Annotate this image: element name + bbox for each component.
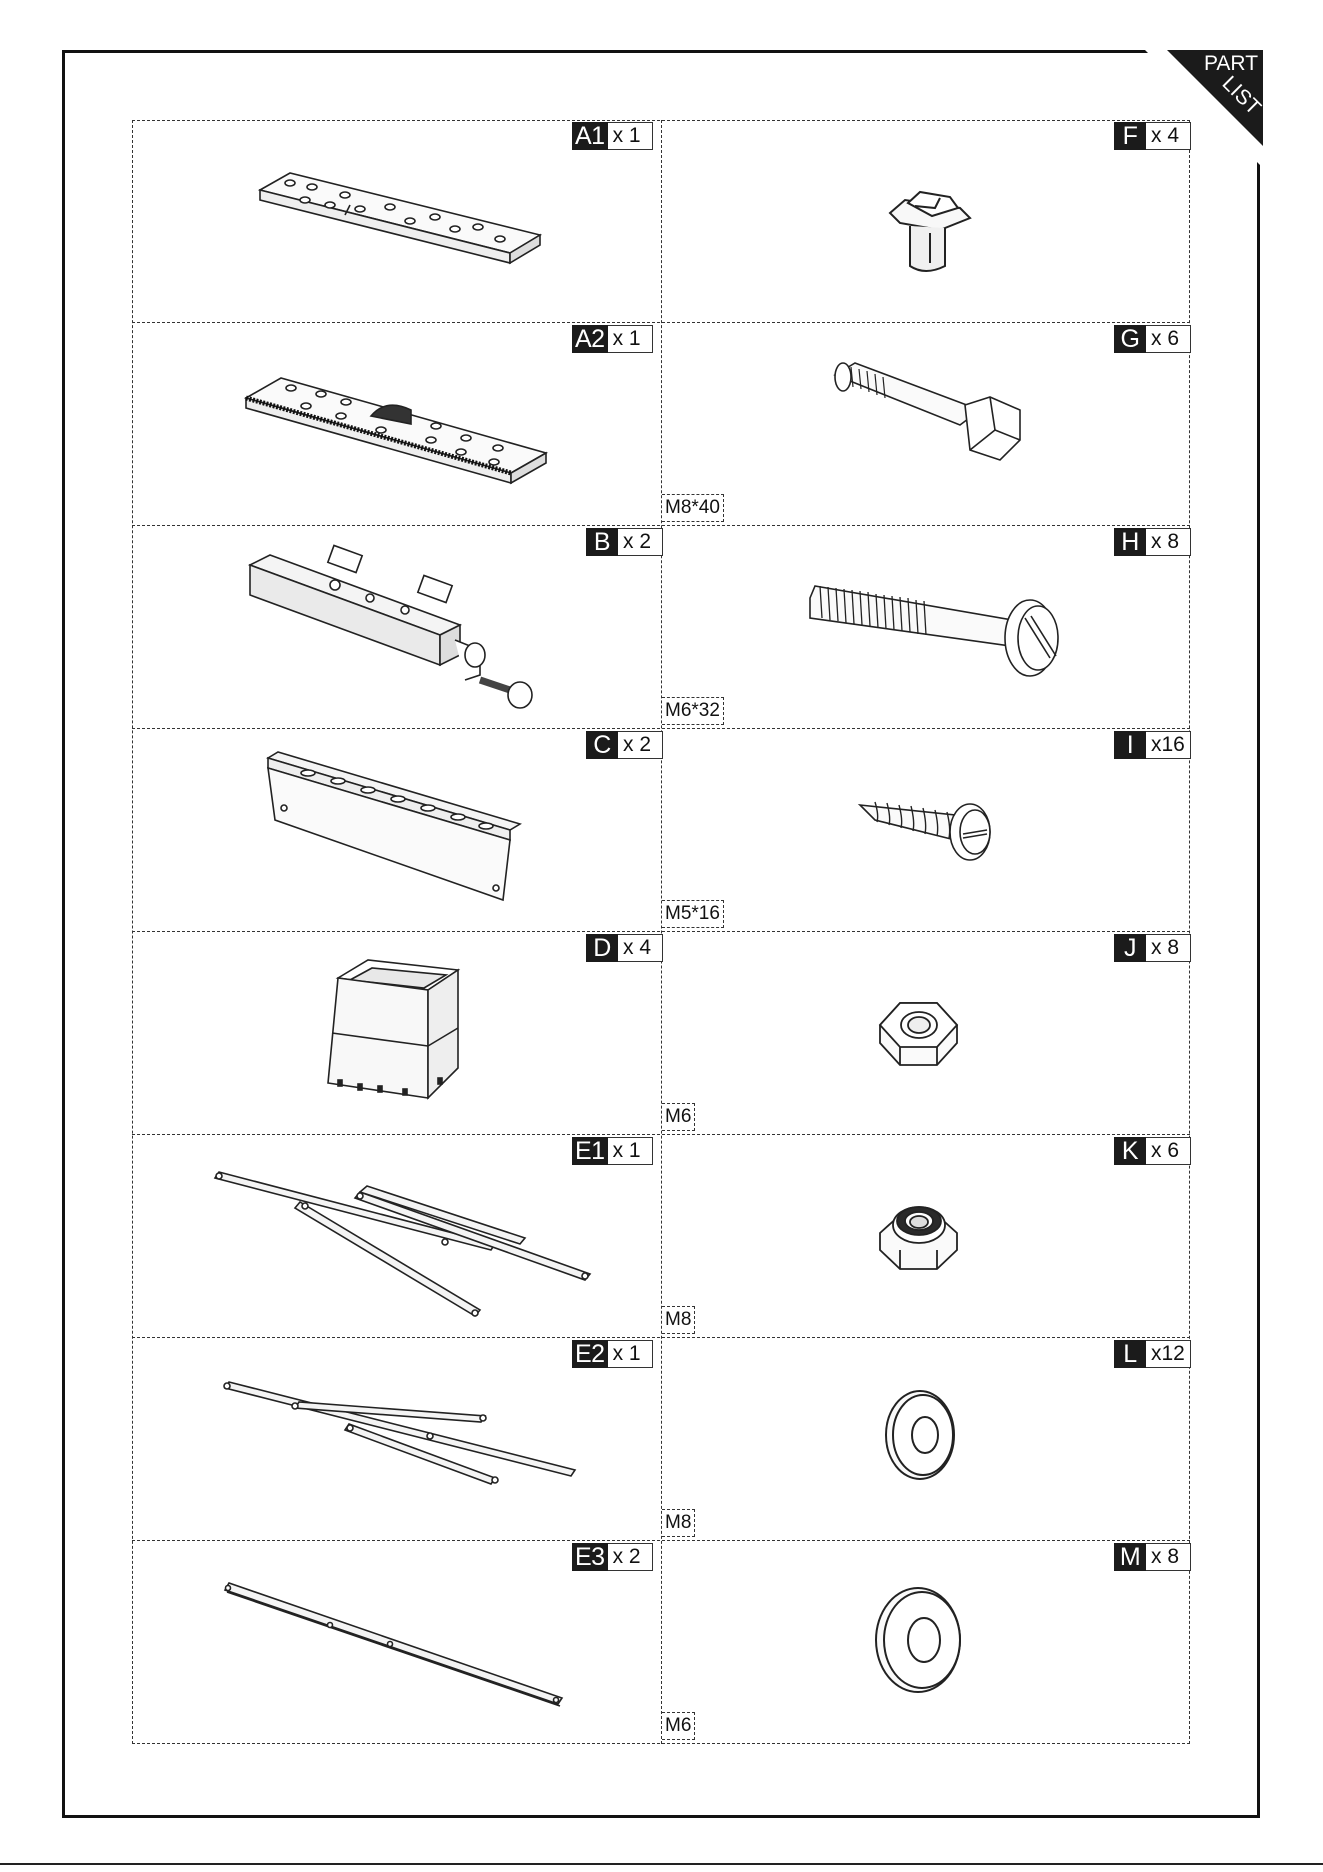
part-tag-j: J x 8	[1114, 934, 1191, 962]
part-tag-f: F x 4	[1114, 122, 1191, 150]
wood-plank-icon	[250, 165, 550, 285]
part-code: B	[586, 528, 618, 556]
part-code: E3	[572, 1543, 608, 1571]
part-qty: x 8	[1146, 528, 1191, 556]
part-code: E2	[572, 1340, 608, 1368]
part-tag-c: C x 2	[586, 731, 663, 759]
part-tag-h: H x 8	[1114, 528, 1191, 556]
grid-divider-row	[132, 1134, 1190, 1135]
grid-divider-row	[132, 1337, 1190, 1338]
part-qty: x 8	[1146, 934, 1191, 962]
grid-divider-vertical	[661, 120, 662, 1744]
part-qty: x 2	[618, 528, 663, 556]
page-bottom-edge	[0, 1863, 1323, 1872]
part-qty: x 8	[1146, 1543, 1191, 1571]
t-nut-icon	[880, 178, 980, 278]
wood-screw-icon	[855, 790, 1005, 870]
spec-tag-g: M8*40	[662, 494, 724, 522]
part-tag-i: I x16	[1114, 731, 1191, 759]
part-qty: x 2	[618, 731, 663, 759]
lock-nut-icon	[875, 1195, 965, 1275]
crank-clamp-icon	[240, 540, 570, 710]
part-code: E1	[572, 1137, 608, 1165]
part-tag-d: D x 4	[586, 934, 663, 962]
spec-tag-i: M5*16	[662, 900, 724, 928]
part-qty: x 1	[608, 122, 653, 150]
part-code: F	[1114, 122, 1146, 150]
part-code: K	[1114, 1137, 1146, 1165]
part-code: H	[1114, 528, 1146, 556]
part-code: G	[1114, 325, 1146, 353]
part-tag-l: L x12	[1114, 1340, 1191, 1368]
part-code: J	[1114, 934, 1146, 962]
grid-divider-row	[132, 1540, 1190, 1541]
part-code: C	[586, 731, 618, 759]
spec-tag-j: M6	[662, 1103, 695, 1131]
spec-tag-m: M6	[662, 1712, 695, 1740]
part-qty: x16	[1146, 731, 1191, 759]
scale-plank-icon	[236, 358, 556, 498]
part-tag-m: M x 8	[1114, 1543, 1191, 1571]
part-qty: x 1	[608, 325, 653, 353]
part-code: A2	[572, 325, 608, 353]
part-qty: x 1	[608, 1340, 653, 1368]
part-code: A1	[572, 122, 608, 150]
part-tag-g: G x 6	[1114, 325, 1191, 353]
spec-tag-l: M8	[662, 1509, 695, 1537]
part-tag-e2: E2 x 1	[572, 1340, 653, 1368]
grid-divider-row	[132, 728, 1190, 729]
part-tag-e1: E1 x 1	[572, 1137, 653, 1165]
hex-nut-icon	[875, 995, 965, 1075]
part-code: M	[1114, 1543, 1146, 1571]
metal-bracket-icon	[258, 748, 538, 898]
cross-bar-icon	[220, 1580, 570, 1710]
hex-bolt-icon	[825, 355, 1025, 485]
part-tag-e3: E3 x 2	[572, 1543, 653, 1571]
grid-divider-row	[132, 931, 1190, 932]
part-qty: x 4	[618, 934, 663, 962]
washer-icon	[870, 1580, 970, 1700]
corner-label-part: PART	[1204, 52, 1258, 75]
part-tag-a2: A2 x 1	[572, 325, 653, 353]
part-code: I	[1114, 731, 1146, 759]
folding-leg-frame-icon	[215, 1378, 585, 1498]
part-qty: x12	[1146, 1340, 1191, 1368]
foot-cap-icon	[318, 948, 478, 1108]
part-tag-b: B x 2	[586, 528, 663, 556]
part-qty: x 1	[608, 1137, 653, 1165]
part-code: L	[1114, 1340, 1146, 1368]
part-tag-a1: A1 x 1	[572, 122, 653, 150]
part-code: D	[586, 934, 618, 962]
folding-leg-frame-icon	[205, 1168, 595, 1328]
grid-divider-row	[132, 525, 1190, 526]
washer-icon	[880, 1385, 960, 1485]
part-qty: x 6	[1146, 325, 1191, 353]
grid-divider-row	[132, 322, 1190, 323]
part-tag-k: K x 6	[1114, 1137, 1191, 1165]
spec-tag-k: M8	[662, 1306, 695, 1334]
spec-tag-h: M6*32	[662, 697, 724, 725]
slotted-bolt-icon	[800, 578, 1070, 688]
part-qty: x 6	[1146, 1137, 1191, 1165]
part-qty: x 2	[608, 1543, 653, 1571]
part-qty: x 4	[1146, 122, 1191, 150]
